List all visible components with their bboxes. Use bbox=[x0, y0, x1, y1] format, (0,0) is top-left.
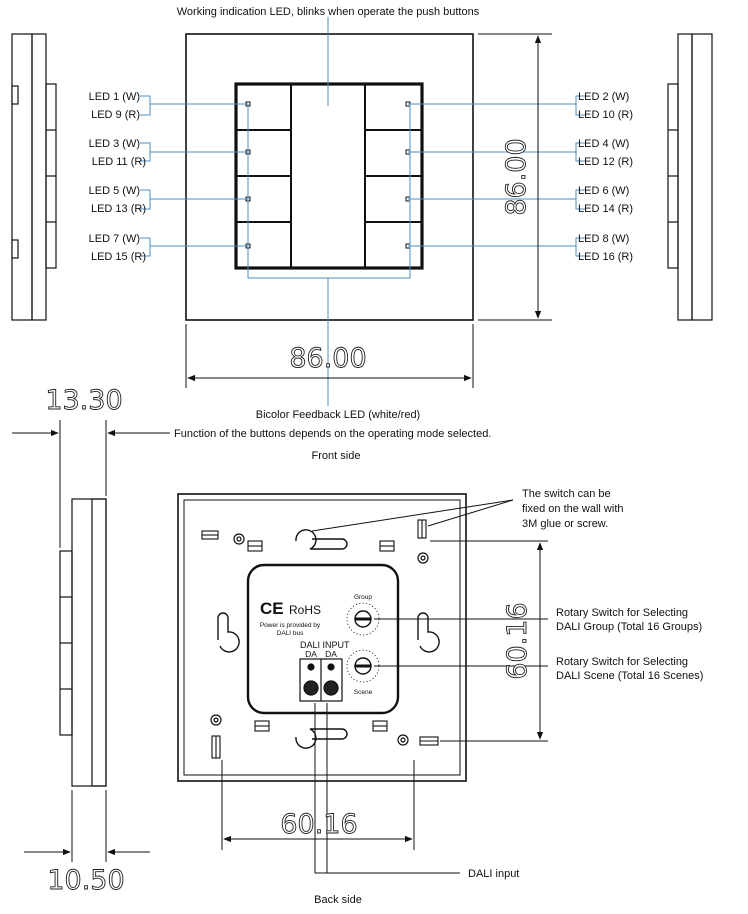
led-label: LED 12 (R) bbox=[578, 156, 633, 168]
led-label: LED 14 (R) bbox=[578, 203, 633, 215]
left-led-labels: LED 1 (W) LED 9 (R) LED 3 (W) LED 11 (R)… bbox=[89, 91, 146, 263]
led-label: LED 13 (R) bbox=[91, 203, 146, 215]
group-switch-line: DALI Group (Total 16 Groups) bbox=[556, 621, 702, 633]
group-switch-line: Rotary Switch for Selecting bbox=[556, 607, 688, 619]
scene-label: Scene bbox=[354, 689, 373, 696]
led-label: LED 10 (R) bbox=[578, 109, 633, 121]
led-label: LED 16 (R) bbox=[578, 251, 633, 263]
led-label: LED 8 (W) bbox=[578, 233, 629, 245]
dali-terminal-block bbox=[299, 658, 343, 702]
back-outer-frame bbox=[177, 493, 467, 782]
group-label: Group bbox=[354, 594, 372, 601]
led-label: LED 1 (W) bbox=[89, 91, 140, 103]
mount-note-line: fixed on the wall with bbox=[522, 503, 624, 515]
back-view bbox=[177, 493, 548, 874]
power-note-line: Power is provided by bbox=[260, 622, 321, 629]
led-label: LED 9 (R) bbox=[91, 109, 140, 121]
back-leader-lines bbox=[311, 499, 548, 874]
group-switch-note: Rotary Switch for Selecting DALI Group (… bbox=[556, 607, 702, 633]
front-left-profile bbox=[11, 33, 57, 321]
dali-module-housing bbox=[246, 563, 400, 715]
mount-note: The switch can be fixed on the wall with… bbox=[522, 488, 624, 530]
bicolor-led-note: Bicolor Feedback LED (white/red) bbox=[256, 409, 420, 421]
side-dimension-lines bbox=[12, 420, 170, 862]
rohs-mark: RoHS bbox=[289, 603, 321, 617]
front-right-profile bbox=[667, 33, 713, 321]
front-height-dimension: 86.00 bbox=[501, 138, 532, 215]
front-side-caption: Front side bbox=[312, 450, 361, 462]
front-outer-frame bbox=[185, 33, 474, 321]
dali-input-label: DALI INPUT bbox=[300, 640, 350, 650]
led-label: LED 4 (W) bbox=[578, 138, 629, 150]
back-height-dimension: 60.16 bbox=[502, 602, 533, 679]
screw-holes bbox=[210, 533, 429, 746]
mount-note-line: The switch can be bbox=[522, 488, 611, 500]
right-led-labels: LED 2 (W) LED 10 (R) LED 4 (W) LED 12 (R… bbox=[578, 91, 633, 263]
led-label: LED 2 (W) bbox=[578, 91, 629, 103]
scene-switch-note: Rotary Switch for Selecting DALI Scene (… bbox=[556, 656, 703, 682]
terminal-label: DA bbox=[325, 649, 337, 659]
button-dividers bbox=[236, 129, 422, 223]
keyhole-slots bbox=[217, 529, 440, 749]
working-led-note: Working indication LED, blinks when oper… bbox=[177, 6, 480, 18]
led-label: LED 7 (W) bbox=[89, 233, 140, 245]
dali-input-note: DALI input bbox=[468, 868, 519, 880]
led-label: LED 15 (R) bbox=[91, 251, 146, 263]
led-label: LED 6 (W) bbox=[578, 185, 629, 197]
mounting-clips bbox=[201, 519, 439, 759]
led-leader-lines bbox=[140, 17, 586, 406]
back-width-dimension: 60.16 bbox=[280, 809, 357, 840]
depth-bottom-dimension: 10.50 bbox=[47, 865, 124, 896]
front-width-dimension: 86.00 bbox=[289, 343, 366, 374]
function-note: Function of the buttons depends on the o… bbox=[174, 428, 491, 440]
group-rotary-switch bbox=[346, 602, 380, 636]
front-dimension-lines bbox=[185, 33, 552, 388]
back-dimension-lines bbox=[221, 540, 548, 850]
scene-switch-line: Rotary Switch for Selecting bbox=[556, 656, 688, 668]
depth-top-dimension: 13.30 bbox=[45, 385, 122, 416]
terminal-label: DA bbox=[305, 649, 317, 659]
led-label: LED 5 (W) bbox=[89, 185, 140, 197]
side-view bbox=[59, 498, 107, 787]
led-label: LED 3 (W) bbox=[89, 138, 140, 150]
power-note-line: DALI bus bbox=[277, 630, 304, 637]
scene-switch-line: DALI Scene (Total 16 Scenes) bbox=[556, 670, 703, 682]
mount-note-line: 3M glue or screw. bbox=[522, 518, 608, 530]
led-label: LED 11 (R) bbox=[92, 156, 146, 168]
back-side-caption: Back side bbox=[314, 894, 362, 906]
front-view bbox=[140, 17, 586, 406]
ce-mark: CE bbox=[260, 599, 284, 618]
